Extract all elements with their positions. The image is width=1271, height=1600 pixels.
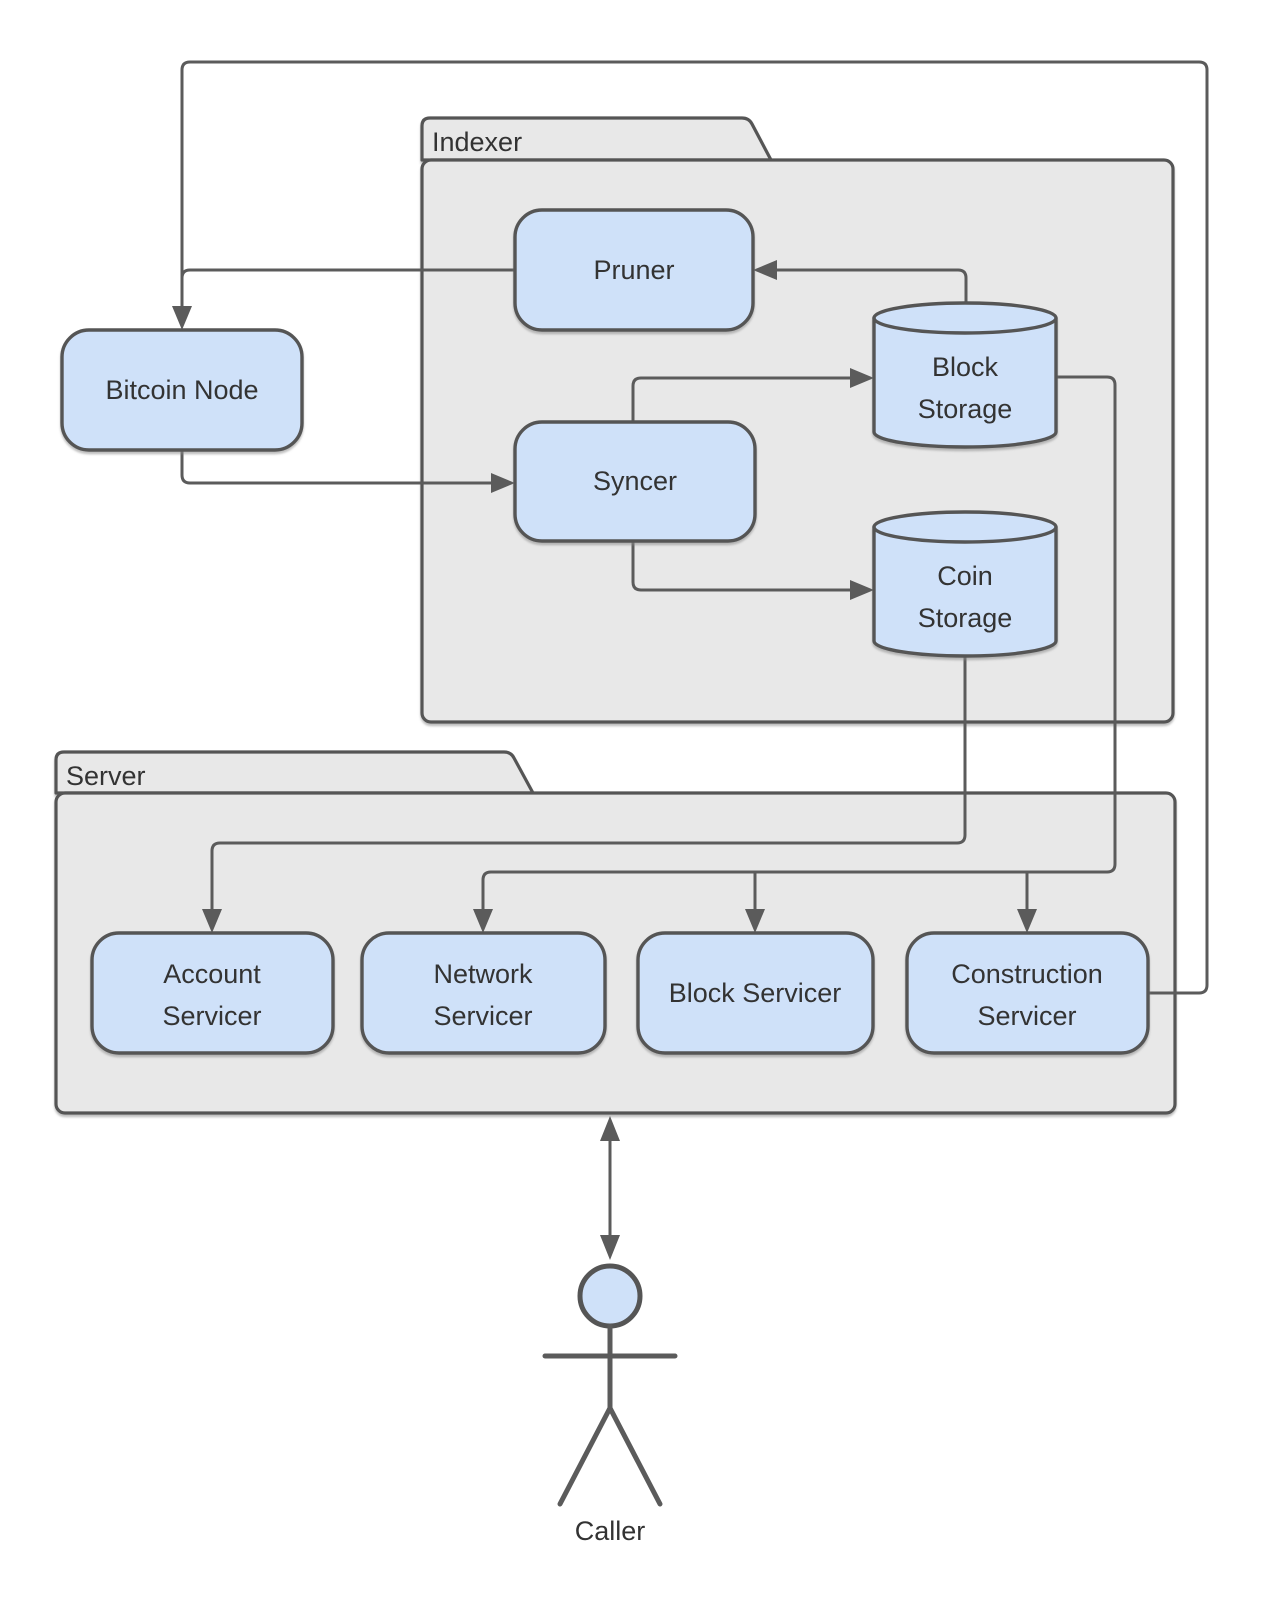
- arrowhead-into-pruner: [753, 260, 777, 280]
- node-construction-servicer: Construction Servicer: [905, 931, 1150, 1055]
- edge-syncer-to-block-storage: [631, 368, 874, 422]
- construction-servicer-label-line2: Servicer: [977, 1001, 1076, 1031]
- caller-left-leg: [557, 1405, 613, 1507]
- block-storage-cylinder-top: [872, 301, 1058, 335]
- caller-label: Caller: [575, 1516, 646, 1546]
- account-servicer-label-line1: Account: [163, 959, 261, 989]
- arrowhead-into-bitcoin-node: [172, 306, 192, 330]
- node-pruner: Pruner: [513, 208, 755, 332]
- node-account-servicer: Account Servicer: [90, 931, 335, 1055]
- syncer-label: Syncer: [593, 466, 677, 496]
- node-bitcoin-node: Bitcoin Node: [60, 328, 304, 452]
- node-block-storage: Block Storage: [872, 301, 1058, 449]
- bitcoin-node-label: Bitcoin Node: [105, 375, 258, 405]
- block-storage-cylinder: [872, 316, 1058, 449]
- node-network-servicer: Network Servicer: [360, 931, 607, 1055]
- node-coin-storage: Coin Storage: [872, 510, 1058, 658]
- container-indexer: Indexer: [420, 116, 1175, 724]
- coin-storage-cylinder-top: [872, 510, 1058, 544]
- pruner-label: Pruner: [593, 255, 674, 285]
- block-storage-label-line1: Block: [932, 352, 999, 382]
- actor-caller: Caller: [542, 1263, 678, 1546]
- coin-storage-label-line1: Coin: [937, 561, 993, 591]
- edge-bitcoin-node-to-syncer: [180, 450, 515, 493]
- edge-block-storage-to-network-servicer: [473, 375, 1117, 933]
- block-storage-label-line2: Storage: [918, 394, 1013, 424]
- coin-storage-cylinder: [872, 525, 1058, 658]
- caller-right-leg: [607, 1405, 663, 1507]
- edge-construction-servicer-to-bitcoin-node: [172, 60, 1209, 995]
- coin-storage-label-line2: Storage: [918, 603, 1013, 633]
- node-block-servicer: Block Servicer: [636, 931, 875, 1055]
- account-servicer-label-line2: Servicer: [162, 1001, 261, 1031]
- construction-servicer-label-line1: Construction: [951, 959, 1103, 989]
- edges: [172, 60, 1209, 1260]
- edge-block-storage-to-construction-servicer: [1017, 872, 1037, 933]
- edge-block-storage-to-block-servicer: [745, 872, 765, 933]
- arrowhead-into-caller: [600, 1235, 620, 1260]
- edge-caller-server: [600, 1116, 620, 1260]
- indexer-tab: [420, 116, 773, 162]
- arrowhead-into-account-servicer: [202, 909, 222, 933]
- arrowhead-into-construction-servicer: [1017, 909, 1037, 933]
- node-syncer: Syncer: [513, 420, 757, 543]
- arrowhead-into-block-servicer: [745, 909, 765, 933]
- arrowhead-into-syncer: [491, 473, 515, 493]
- indexer-label: Indexer: [432, 127, 522, 157]
- server-label: Server: [66, 761, 146, 791]
- server-tab: [54, 750, 535, 795]
- edge-syncer-to-coin-storage: [631, 541, 874, 600]
- edge-block-storage-to-pruner: [753, 260, 968, 303]
- network-servicer-label-line2: Servicer: [433, 1001, 532, 1031]
- caller-head: [577, 1263, 643, 1329]
- network-servicer-label-line1: Network: [433, 959, 533, 989]
- arrowhead-into-block-storage: [850, 368, 874, 388]
- arrowhead-into-server: [600, 1116, 620, 1141]
- arrowhead-into-network-servicer: [473, 909, 493, 933]
- edge-pruner-to-bitcoin-node: [180, 268, 515, 312]
- arrowhead-into-coin-storage: [850, 580, 874, 600]
- block-servicer-label: Block Servicer: [669, 978, 842, 1008]
- edge-coin-storage-to-account-servicer: [202, 656, 967, 933]
